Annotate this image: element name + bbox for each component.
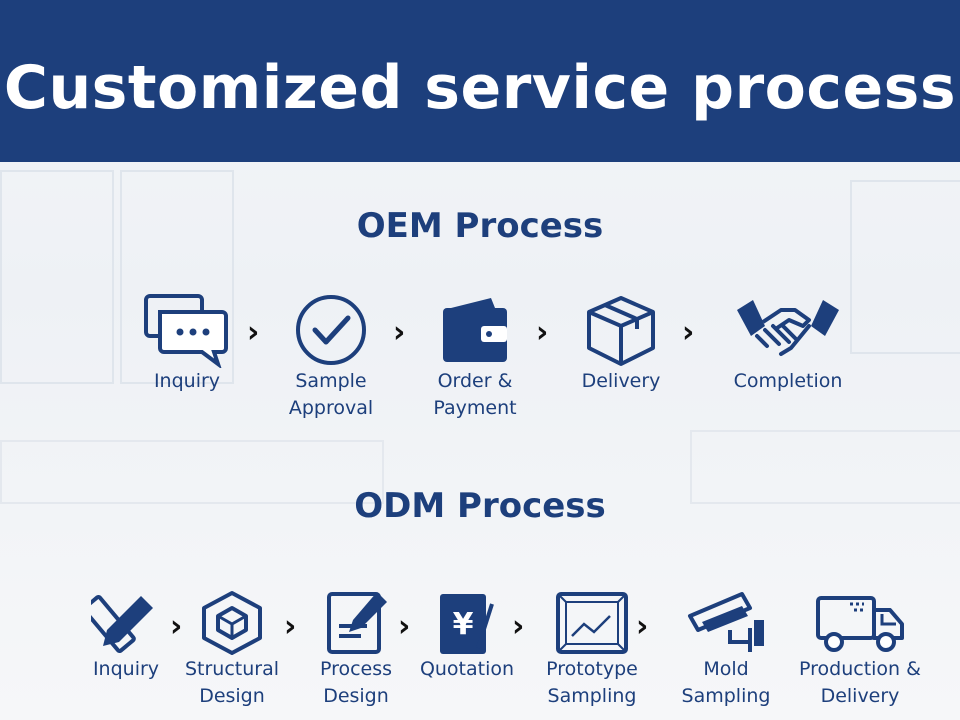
odm-section-title: ODM Process bbox=[354, 486, 606, 526]
oem-step-delivery: Delivery bbox=[566, 292, 676, 395]
chevron-right-icon: › bbox=[398, 609, 411, 644]
window-right bbox=[850, 180, 960, 354]
header-banner: Customized service process bbox=[0, 0, 960, 162]
odm-step-structural-design: Structural Design bbox=[176, 590, 288, 710]
odm-step-label: Production & Delivery bbox=[799, 658, 921, 707]
odm-step-process-design: Process Design bbox=[308, 590, 404, 710]
odm-step-inquiry: Inquiry bbox=[84, 590, 168, 683]
chevron-right-icon: › bbox=[284, 609, 297, 644]
window-left-2 bbox=[120, 170, 234, 384]
odm-step-label: Inquiry bbox=[92, 658, 160, 680]
chevron-right-icon: › bbox=[512, 609, 525, 644]
oem-step-label: Sample Approval bbox=[288, 370, 374, 419]
odm-step-mold-sampling: Mold Sampling bbox=[670, 590, 782, 710]
chevron-right-icon: › bbox=[536, 315, 549, 350]
handshake-icon bbox=[737, 300, 839, 356]
odm-step-label: Mold Sampling bbox=[681, 658, 771, 707]
oem-section-title: OEM Process bbox=[356, 206, 604, 246]
prototype-frame-icon bbox=[556, 592, 628, 654]
oem-step-label: Inquiry bbox=[153, 370, 221, 392]
oem-step-order-payment: Order & Payment bbox=[420, 292, 530, 422]
document-edit-icon bbox=[327, 592, 387, 654]
svg-text:¥: ¥ bbox=[453, 607, 474, 642]
chevron-right-icon: › bbox=[682, 315, 695, 350]
odm-step-prototype-sampling: Prototype Sampling bbox=[536, 590, 648, 710]
pencil-ruler-icon bbox=[91, 594, 153, 654]
oem-step-label: Completion bbox=[733, 370, 843, 392]
odm-step-label: Process Design bbox=[319, 658, 393, 707]
desk-left bbox=[0, 440, 384, 504]
odm-step-production-delivery: Production & Delivery bbox=[790, 590, 930, 710]
chevron-right-icon: › bbox=[636, 609, 649, 644]
chat-bubbles-icon bbox=[144, 294, 228, 368]
odm-step-label: Structural Design bbox=[184, 658, 280, 707]
chevron-right-icon: › bbox=[247, 315, 260, 350]
window-left bbox=[0, 170, 114, 384]
page-title: Customized service process bbox=[3, 53, 957, 123]
chevron-right-icon: › bbox=[170, 609, 183, 644]
chevron-right-icon: › bbox=[393, 315, 406, 350]
oem-step-completion: Completion bbox=[722, 292, 854, 395]
oem-step-sample-approval: Sample Approval bbox=[276, 292, 386, 422]
package-box-icon bbox=[587, 296, 655, 366]
odm-step-label: Prototype Sampling bbox=[546, 658, 638, 707]
3d-cube-icon bbox=[202, 591, 262, 655]
oem-step-label: Delivery bbox=[581, 370, 661, 392]
odm-step-label: Quotation bbox=[419, 658, 515, 680]
checkmark-circle-icon bbox=[296, 295, 366, 365]
oem-step-inquiry: Inquiry bbox=[130, 292, 244, 395]
oem-step-label: Order & Payment bbox=[433, 370, 517, 419]
cctv-camera-icon bbox=[688, 592, 764, 652]
wallet-icon bbox=[443, 298, 507, 362]
odm-step-quotation: ¥ Quotation bbox=[412, 590, 522, 683]
desk-right bbox=[690, 430, 960, 504]
yen-clipboard-icon: ¥ bbox=[440, 594, 494, 654]
delivery-truck-icon bbox=[816, 596, 904, 652]
